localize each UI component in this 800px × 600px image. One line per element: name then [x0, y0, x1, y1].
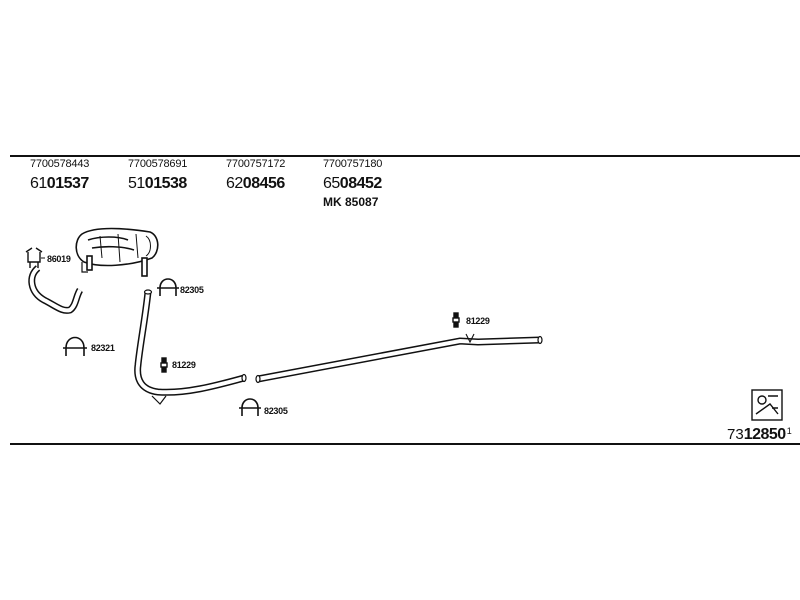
part-column-4[interactable]: 7700757180 6508452 MK 85087	[323, 158, 382, 209]
callout-82305-bottom: 82305	[264, 406, 288, 416]
oe-number: 7700578691	[128, 158, 188, 170]
callout-82321: 82321	[91, 343, 115, 353]
callout-86019: 86019	[47, 254, 71, 264]
clamp-82305-top[interactable]	[157, 278, 179, 296]
part-reference: 6508452	[323, 175, 382, 193]
oe-number: 7700578443	[30, 158, 90, 170]
tail-pipe[interactable]	[28, 265, 84, 314]
rear-silencer[interactable]	[75, 227, 159, 277]
part-column-3[interactable]: 7700757172 6208456	[226, 158, 285, 193]
diagram-prefix: 73	[727, 426, 744, 443]
clamp-86019[interactable]	[25, 247, 43, 268]
diagram-number: 73128501	[727, 426, 792, 444]
clamp-82321[interactable]	[63, 336, 87, 357]
part-prefix: 61	[30, 175, 47, 192]
mounting-kit-number: MK 85087	[323, 195, 379, 209]
clamp-82305-bottom[interactable]	[239, 398, 261, 416]
top-rule	[10, 155, 800, 157]
part-number: 01537	[46, 175, 90, 192]
part-number: 08456	[242, 175, 286, 192]
callout-81229-left: 81229	[172, 360, 196, 370]
oe-number: 7700757180	[323, 158, 383, 170]
oe-number: 7700757172	[226, 158, 286, 170]
intermediate-pipe[interactable]	[134, 289, 247, 405]
rubber-mount-81229-left[interactable]	[160, 357, 168, 373]
rubber-mount-81229-right[interactable]	[452, 312, 460, 328]
part-column-1[interactable]: 7700578443 6101537	[30, 158, 89, 193]
diagram-code: 12850	[743, 426, 787, 443]
bottom-rule	[10, 443, 800, 445]
part-reference: 6208456	[226, 175, 285, 193]
diagram-suffix: 1	[786, 426, 792, 436]
front-pipe[interactable]	[255, 333, 543, 384]
catalogue-symbol-icon	[751, 389, 783, 421]
part-prefix: 65	[323, 175, 340, 192]
part-number: 08452	[339, 175, 383, 192]
part-reference: 5101538	[128, 175, 187, 193]
callout-82305-top: 82305	[180, 285, 204, 295]
part-number: 01538	[144, 175, 188, 192]
part-column-2[interactable]: 7700578691 5101538	[128, 158, 187, 193]
callout-81229-right: 81229	[466, 316, 490, 326]
part-reference: 6101537	[30, 175, 89, 193]
part-prefix: 62	[226, 175, 243, 192]
part-prefix: 51	[128, 175, 145, 192]
